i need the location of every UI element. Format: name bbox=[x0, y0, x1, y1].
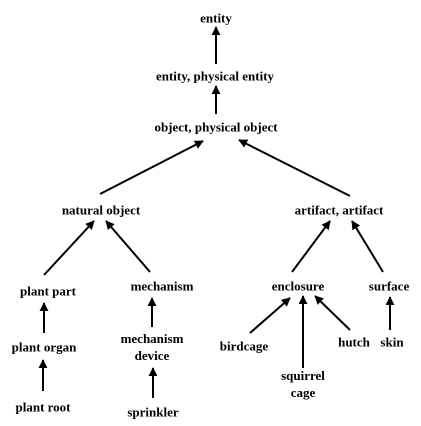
node-birdcage: birdcage bbox=[219, 338, 269, 354]
edge-surface-to-artifact bbox=[351, 220, 384, 273]
edge-plant-part-to-natural-object bbox=[43, 220, 95, 276]
node-artifact: artifact, artifact bbox=[294, 202, 384, 218]
edge-birdcage-to-enclosure bbox=[249, 297, 291, 334]
edge-mechanism-to-natural-object bbox=[105, 220, 151, 273]
node-mechanism: mechanism bbox=[130, 278, 194, 294]
node-surface: surface bbox=[368, 278, 410, 294]
node-squirrel-cage-line2: cage bbox=[290, 385, 316, 400]
edge-hutch-to-enclosure bbox=[314, 295, 351, 331]
node-sprinkler: sprinkler bbox=[127, 404, 179, 420]
node-hutch: hutch bbox=[338, 334, 370, 350]
edge-artifact-to-object-physical bbox=[238, 139, 351, 197]
node-mechanism-device: mechanism device bbox=[121, 330, 184, 364]
node-plant-part: plant part bbox=[20, 283, 76, 299]
node-mechanism-device-line2: device bbox=[134, 348, 170, 363]
edge-enclosure-to-artifact bbox=[291, 220, 331, 273]
node-plant-organ: plant organ bbox=[11, 339, 77, 355]
node-enclosure: enclosure bbox=[271, 278, 325, 294]
edge-natural-object-to-object-physical bbox=[99, 140, 204, 195]
node-entity: entity bbox=[200, 10, 232, 26]
node-squirrel-cage: squirrel cage bbox=[281, 367, 325, 401]
node-squirrel-cage-line1: squirrel bbox=[281, 368, 325, 383]
node-plant-root: plant root bbox=[15, 399, 71, 415]
node-object-physical-object: object, physical object bbox=[154, 119, 278, 135]
node-entity-physical-entity: entity, physical entity bbox=[155, 68, 275, 84]
node-skin: skin bbox=[380, 334, 404, 350]
node-natural-object: natural object bbox=[61, 202, 141, 218]
node-mechanism-device-line1: mechanism bbox=[120, 331, 184, 346]
